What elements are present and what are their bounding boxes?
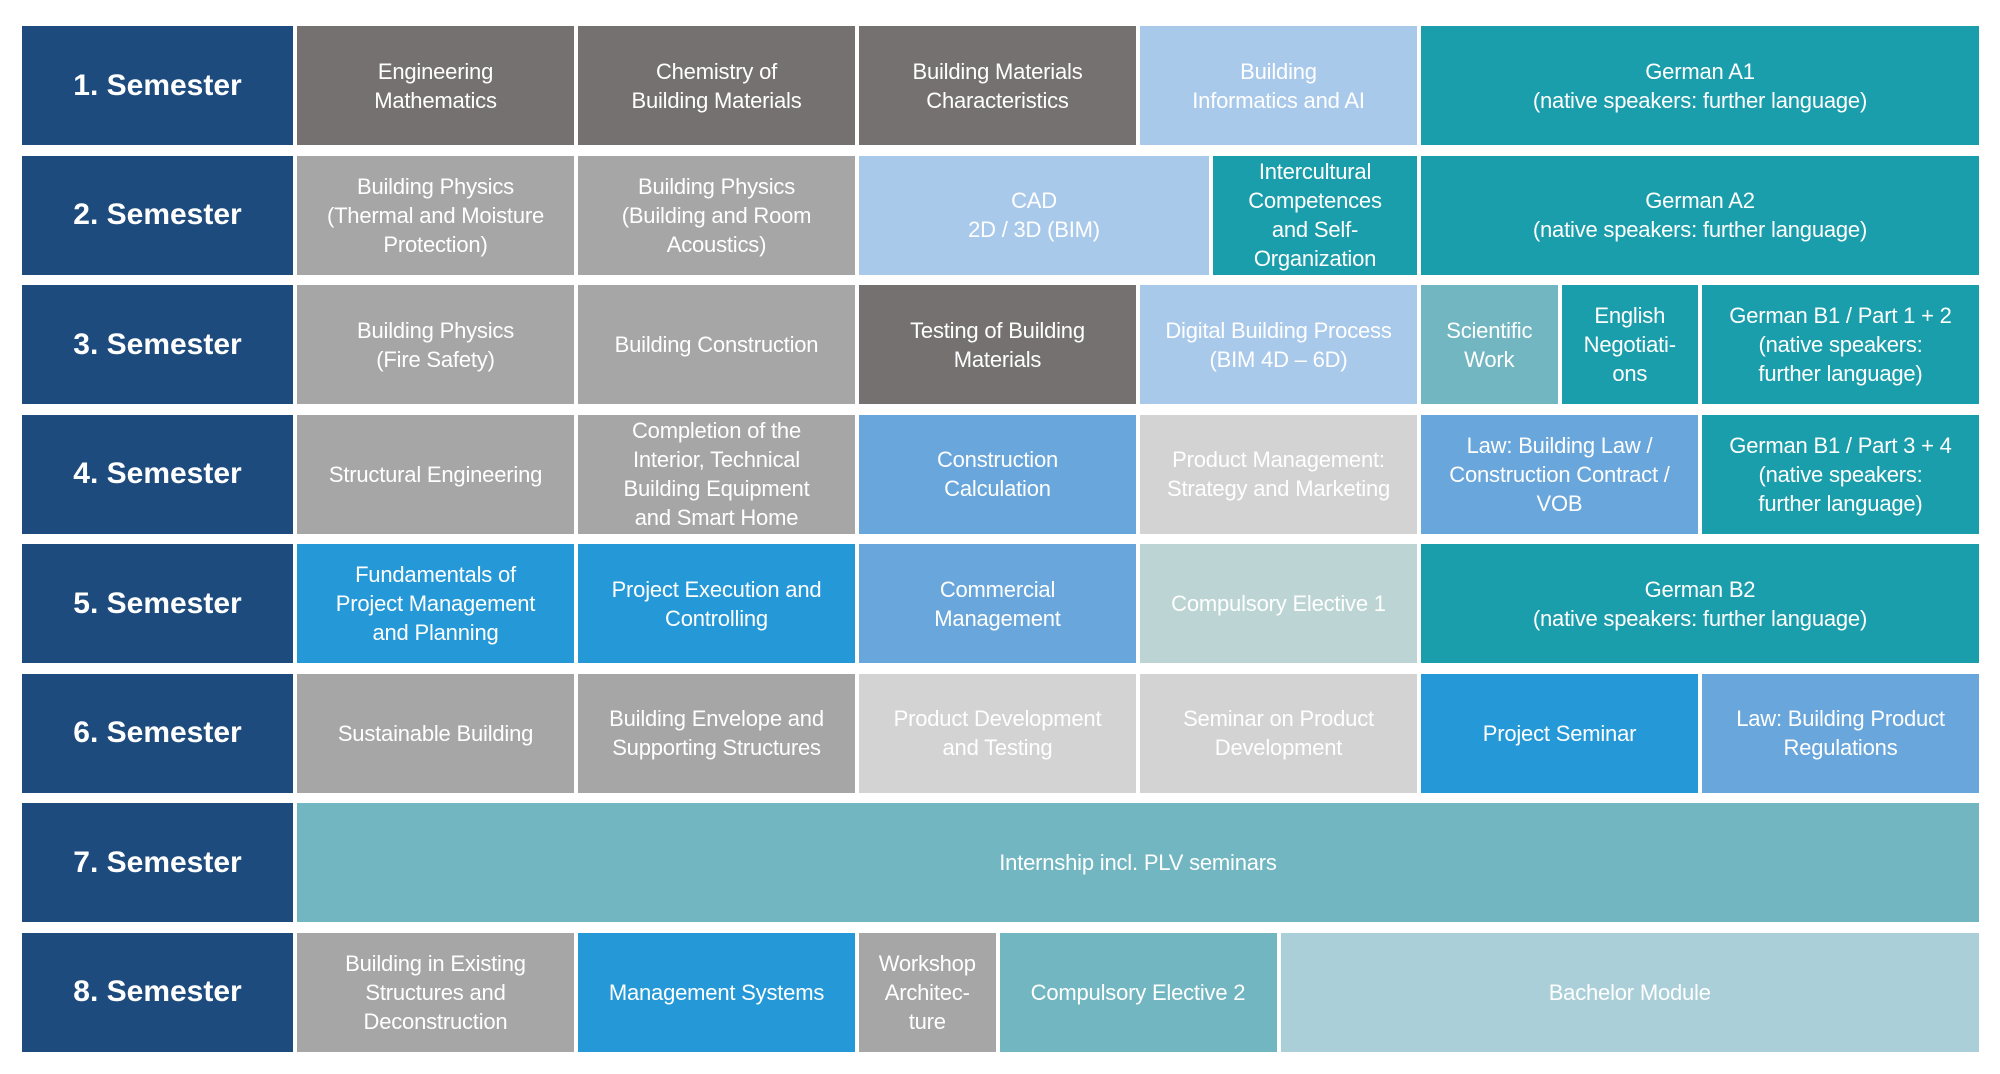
semester-modules: Internship incl. PLV seminars [297,803,1979,922]
module-cell: Seminar on Product Development [1140,673,1417,793]
semester-modules: Building in Existing Structures and Deco… [297,932,1979,1052]
semester-modules: Building Physics (Thermal and Moisture P… [297,155,1979,275]
module-cell: Compulsory Elective 2 [999,932,1277,1052]
semester-label: 7. Semester [22,803,293,922]
module-cell: German B1 / Part 1 + 2 (native speakers:… [1702,285,1979,404]
module-cell: English Negotiati- ons [1561,285,1698,404]
module-cell: German A2 (native speakers: further lang… [1421,155,1979,275]
module-cell: Sustainable Building [297,673,574,793]
semester-label: 3. Semester [22,285,293,404]
semester-label: 5. Semester [22,544,293,663]
module-cell: Building Physics (Building and Room Acou… [578,155,855,275]
module-cell: Engineering Mathematics [297,26,574,145]
module-cell: Construction Calculation [859,414,1136,534]
module-cell: Commercial Management [859,544,1136,663]
semester-label: 2. Semester [22,155,293,275]
semester-label: 4. Semester [22,414,293,534]
module-cell: Intercultural Competences and Self- Orga… [1213,155,1417,275]
module-cell: German B2 (native speakers: further lang… [1421,544,1979,663]
module-cell: Internship incl. PLV seminars [297,803,1979,922]
module-cell: CAD 2D / 3D (BIM) [859,155,1209,275]
module-cell: German A1 (native speakers: further lang… [1421,26,1979,145]
module-cell: Bachelor Module [1280,932,1979,1052]
module-cell: Building Physics (Thermal and Moisture P… [297,155,574,275]
module-cell: Structural Engineering [297,414,574,534]
module-cell: Product Development and Testing [859,673,1136,793]
module-cell: Law: Building Law / Construction Contrac… [1421,414,1698,534]
module-cell: Building Construction [578,285,855,404]
module-cell: Compulsory Elective 1 [1140,544,1417,663]
module-cell: Product Management: Strategy and Marketi… [1140,414,1417,534]
module-cell: Building Informatics and AI [1140,26,1417,145]
module-cell: Chemistry of Building Materials [578,26,855,145]
semester-modules: Fundamentals of Project Management and P… [297,544,1979,663]
semester-label: 1. Semester [22,26,293,145]
module-cell: Testing of Building Materials [859,285,1136,404]
module-cell: Completion of the Interior, Technical Bu… [578,414,855,534]
module-cell: Building Physics (Fire Safety) [297,285,574,404]
module-cell: Scientific Work [1421,285,1558,404]
semester-modules: Building Physics (Fire Safety)Building C… [297,285,1979,404]
module-cell: Building Materials Characteristics [859,26,1136,145]
module-cell: Building in Existing Structures and Deco… [297,932,574,1052]
module-cell: Management Systems [578,932,855,1052]
module-cell: German B1 / Part 3 + 4 (native speakers:… [1702,414,1979,534]
semester-label: 8. Semester [22,932,293,1052]
module-cell: Digital Building Process (BIM 4D – 6D) [1140,285,1417,404]
module-cell: Building Envelope and Supporting Structu… [578,673,855,793]
module-cell: Project Seminar [1421,673,1698,793]
module-cell: Project Execution and Controlling [578,544,855,663]
module-cell: Law: Building Product Regulations [1702,673,1979,793]
semester-label: 6. Semester [22,673,293,793]
module-cell: Fundamentals of Project Management and P… [297,544,574,663]
module-cell: Workshop Architec- ture [859,932,996,1052]
